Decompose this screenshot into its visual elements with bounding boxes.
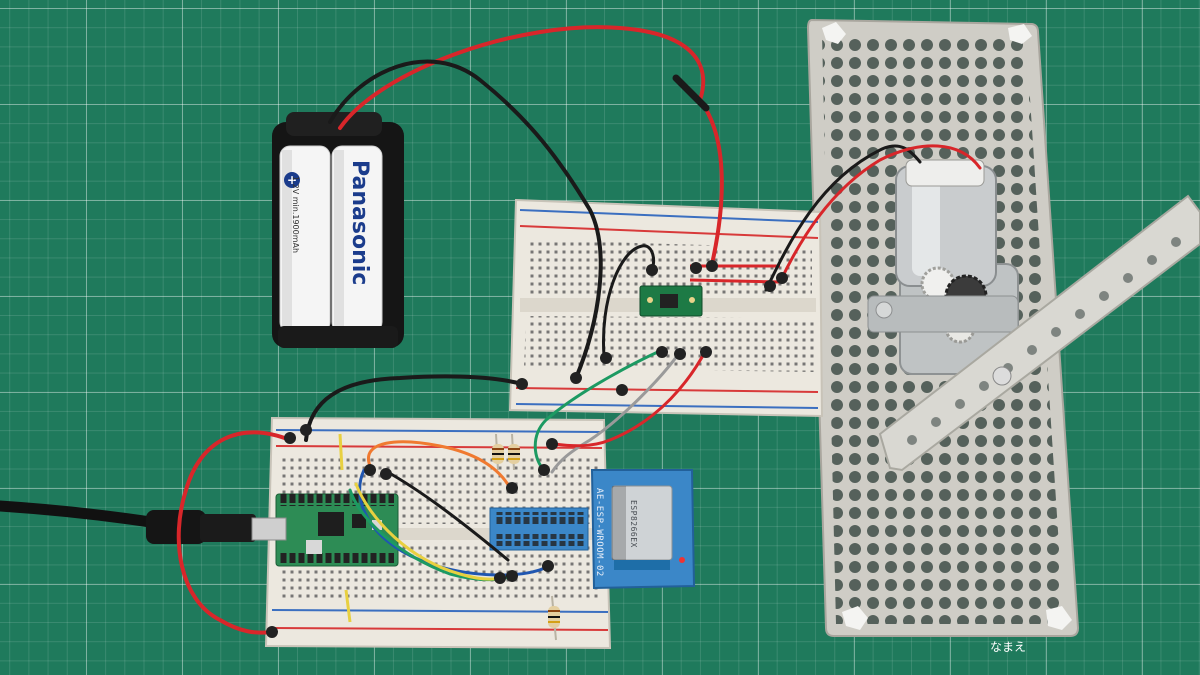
perfboard-foot <box>1008 24 1032 44</box>
wire-green <box>533 348 664 472</box>
motor-can-highlight <box>912 176 940 276</box>
esp-module <box>489 469 696 590</box>
screw <box>875 301 893 319</box>
plastic-arm <box>878 194 1200 472</box>
battery-brand-label: Panasonic <box>347 160 372 286</box>
battery-holder: + <box>272 112 404 348</box>
wire-yellow <box>354 482 502 581</box>
wires <box>176 25 982 635</box>
motor-mount-plate <box>867 295 1019 333</box>
wire-red <box>552 348 708 448</box>
wire-black <box>328 59 603 380</box>
jumper-yellow <box>344 589 352 623</box>
svg-text:+: + <box>287 173 297 187</box>
wire-black <box>382 468 510 562</box>
wire-red <box>176 430 292 635</box>
perfboard-foot <box>822 22 846 44</box>
esp-chip-label: ESP8266EX <box>629 500 638 548</box>
esp-adapter-label: AE-ESP-WROOM-02 <box>594 488 604 577</box>
wire-red <box>778 144 982 284</box>
perfboard-foot <box>842 606 868 630</box>
jumper-yellow <box>338 433 344 471</box>
plus-mark <box>284 172 300 188</box>
power-rail-blue <box>519 209 819 223</box>
power-rail-red <box>515 387 819 393</box>
power-rail-red <box>271 627 609 631</box>
resistors <box>492 433 560 641</box>
motor-endcap <box>905 159 985 187</box>
resistor <box>548 595 560 641</box>
jumper-red <box>689 278 781 284</box>
wire-grey <box>550 350 682 474</box>
power-rail-red <box>519 225 819 239</box>
resistor <box>492 433 504 471</box>
arm-screw <box>992 366 1012 386</box>
wire-orange <box>366 440 512 490</box>
resistor <box>508 433 520 471</box>
perfboard-foot <box>1046 606 1072 630</box>
motor-driver-module <box>639 285 703 317</box>
battery-spec-label: 1.2V min.1900mAh <box>291 176 300 254</box>
holder-bottom <box>278 326 398 348</box>
usb-cable <box>0 500 322 554</box>
wire-black <box>304 374 524 442</box>
wire-plugs <box>266 260 788 638</box>
wire-black <box>601 244 656 358</box>
arm-holes <box>907 237 1181 445</box>
mat-name-label: なまえ <box>990 640 1027 654</box>
power-rail-blue <box>275 429 603 433</box>
holder-top <box>286 112 382 136</box>
